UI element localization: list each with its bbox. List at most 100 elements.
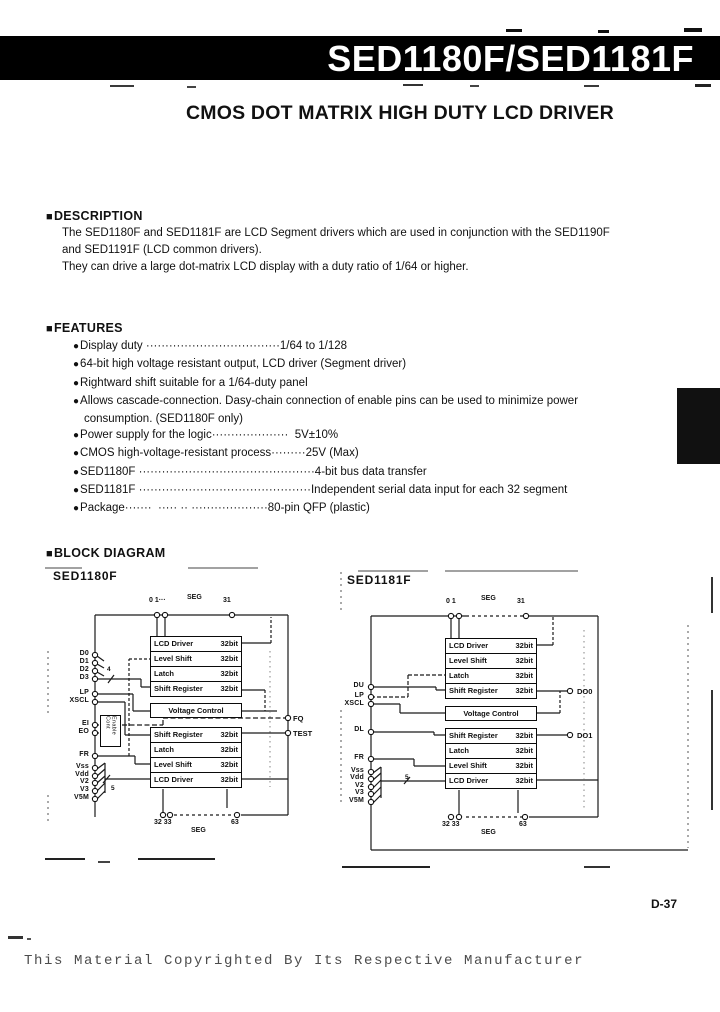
seg-bottom-right-label: 63 <box>231 819 239 826</box>
block-name: Level Shift <box>449 761 487 771</box>
scan-artifact <box>187 86 196 88</box>
block-name: Level Shift <box>449 656 487 666</box>
bullet-icon: ● <box>73 485 80 496</box>
bus-width-5: 5 <box>405 774 409 781</box>
seg-top-label: SEG <box>187 594 202 601</box>
feature-text: CMOS high-voltage-resistant process·····… <box>80 447 359 459</box>
scan-artifact <box>8 936 23 939</box>
pin-label-lp: LP <box>79 689 89 696</box>
pin-label-lp: LP <box>354 692 364 699</box>
pin-label-fq: FQ <box>293 714 304 723</box>
block-bits: 32bit <box>515 686 533 696</box>
pin-label-d2: D2 <box>79 666 89 673</box>
diagram-title: SED1180F <box>53 569 118 583</box>
feature-text: Rightward shift suitable for a 1/64-duty… <box>80 377 308 389</box>
scan-artifact <box>342 866 430 868</box>
feature-text: Power supply for the logic··············… <box>80 429 339 441</box>
scan-artifact <box>598 30 609 33</box>
seg-top-label: SEG <box>481 595 496 602</box>
block-bits: 32bit <box>220 775 238 785</box>
diagram-pin-circles <box>367 612 574 821</box>
scan-artifact <box>45 858 85 860</box>
pin-label-vss: Vss <box>350 767 364 774</box>
description-heading-label: DESCRIPTION <box>53 209 143 223</box>
pin-label-fr: FR <box>354 754 364 761</box>
pin-label-do0: DO0 <box>577 687 593 696</box>
block-bits: 32bit <box>220 684 238 694</box>
sed1180f-diagram-graphics <box>45 567 292 823</box>
section-marker-icon: ■ <box>46 548 53 560</box>
block-name: Voltage Control <box>463 709 519 718</box>
pin-label-vdd: Vdd <box>75 771 89 778</box>
pin-label-d3: D3 <box>79 674 89 681</box>
bullet-icon: ● <box>73 430 80 441</box>
bullet-icon: ● <box>73 503 80 514</box>
block-name: LCD Driver <box>154 639 194 649</box>
pin-label-eo: EO <box>78 728 89 735</box>
feature-text: Display duty ···························… <box>80 340 348 352</box>
bullet-icon: ● <box>73 378 80 389</box>
seg-bottom-label: SEG <box>481 829 496 836</box>
feature-text: SED1180F ·······························… <box>80 466 427 478</box>
seg-top-left-label: 0 1··· <box>149 597 166 604</box>
voltage-control-block: Voltage Control <box>150 703 242 718</box>
feature-item: ●64-bit high voltage resistant output, L… <box>73 358 406 370</box>
feature-item: ●Power supply for the logic·············… <box>73 429 338 441</box>
scan-artifact <box>138 858 215 860</box>
block-bits: 32bit <box>220 669 238 679</box>
features-heading-label: FEATURES <box>53 321 123 335</box>
block-bits: 32bit <box>220 639 238 649</box>
pin-label-vdd: Vdd <box>350 774 364 781</box>
scan-artifact <box>695 84 711 87</box>
block-bits: 32bit <box>515 656 533 666</box>
feature-text: Allows cascade-connection. Dasy-chain co… <box>80 395 579 407</box>
block-row: LCD Driver 32bit <box>151 637 241 652</box>
enable-cont-block: Enable Cont <box>100 715 121 747</box>
block-bits: 32bit <box>515 671 533 681</box>
pin-label-d0: D0 <box>79 650 89 657</box>
scan-artifact <box>110 85 134 87</box>
pin-label-v3: V3 <box>355 789 364 796</box>
block-bits: 32bit <box>220 730 238 740</box>
seg-bottom-left-label: 32 33 <box>154 819 172 826</box>
page-title: SED1180F/SED1181F <box>327 38 694 79</box>
diagram-pin-circles <box>91 611 292 819</box>
bus-width-5: 5 <box>111 785 115 792</box>
diagram-title: SED1181F <box>347 573 412 587</box>
block-row: Level Shift 32bit <box>446 654 536 669</box>
block-bits: 32bit <box>220 654 238 664</box>
bullet-icon: ● <box>73 448 80 459</box>
bullet-icon: ● <box>73 396 80 407</box>
section-marker-icon: ■ <box>46 323 53 335</box>
scan-artifact <box>584 866 610 868</box>
scan-artifact <box>684 28 702 32</box>
pin-label-v2: V2 <box>355 782 364 789</box>
seg-bottom-label: SEG <box>191 827 206 834</box>
block-diagram-heading: ■BLOCK DIAGRAM <box>46 546 165 560</box>
seg-bottom-left-label: 32 33 <box>442 821 460 828</box>
pin-label-d1: D1 <box>79 658 89 665</box>
block-name: Shift Register <box>154 684 203 694</box>
feature-item: ●Display duty ··························… <box>73 340 347 352</box>
bullet-icon: ● <box>73 467 80 478</box>
page-edge-tab <box>677 388 720 464</box>
block-bits: 32bit <box>220 745 238 755</box>
block-name: Enable Cont <box>104 716 117 735</box>
block-name: Shift Register <box>449 731 498 741</box>
pin-label-v2: V2 <box>80 778 89 785</box>
bullet-icon: ● <box>73 359 80 370</box>
pin-label-fr: FR <box>79 751 89 758</box>
scan-artifact <box>711 577 713 613</box>
